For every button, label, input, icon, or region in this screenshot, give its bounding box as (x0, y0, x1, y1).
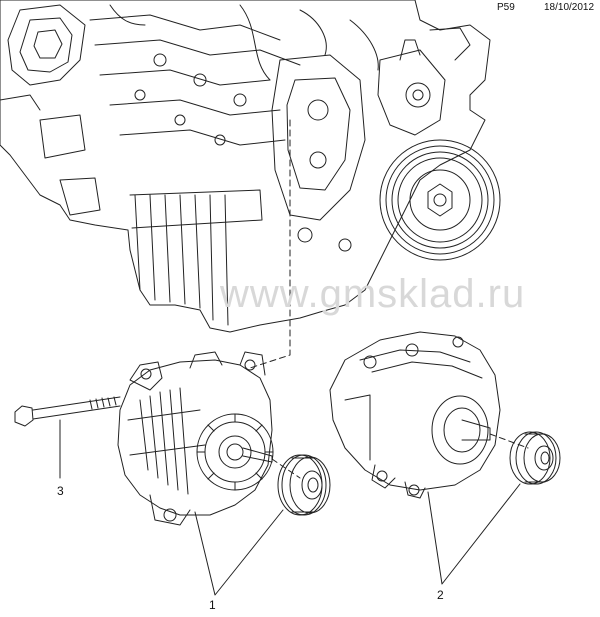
alignment-line-pulley-2 (489, 433, 529, 449)
alternator-small-housing (117, 351, 274, 526)
alignment-line-engine (249, 119, 291, 369)
alternator-pulley (509, 431, 561, 485)
page-code: P59 (497, 2, 515, 13)
mounting-bolt (14, 396, 121, 427)
engine-block (0, 0, 501, 333)
crankshaft-pulley (379, 139, 501, 261)
alternator-pulley (277, 454, 331, 516)
alternator-large-housing (329, 331, 501, 499)
callout-1: 1 (209, 598, 216, 612)
leader-line-2 (427, 483, 521, 585)
leader-line-1 (194, 509, 284, 596)
callout-3: 3 (57, 484, 64, 498)
page-date: 18/10/2012 (544, 2, 595, 13)
alignment-line-pulley-1 (271, 458, 301, 479)
callout-2: 2 (437, 588, 444, 602)
